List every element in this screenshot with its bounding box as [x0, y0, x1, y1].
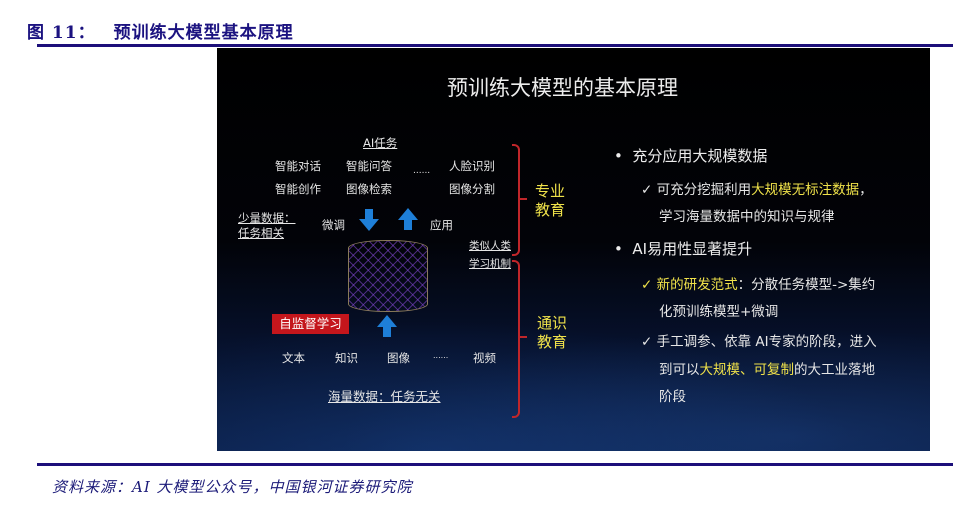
task-face-recognition: 人脸识别	[449, 159, 495, 173]
task-smart-creation: 智能创作	[275, 182, 321, 196]
small-data-label-2: 任务相关	[238, 226, 284, 240]
neural-network-model-icon	[348, 240, 428, 312]
check-icon: ✓	[641, 277, 653, 293]
data-type-ellipsis: ......	[433, 351, 449, 360]
figure-number: 图 11：	[27, 23, 96, 43]
bullet-1-text: 充分应用大规模数据	[632, 147, 768, 165]
bullet-2-sub-2-line2: 到可以大规模、可复制的大工业落地	[659, 358, 875, 378]
check-icon: ✓	[641, 182, 653, 198]
data-type-video: 视频	[473, 351, 496, 365]
general-edu-line2: 教育	[537, 333, 568, 351]
humanlike-label-2: 学习机制	[469, 258, 511, 270]
data-type-knowledge: 知识	[335, 351, 358, 365]
slide-title: 预训练大模型的基本原理	[447, 76, 678, 100]
bullet-2-sub-1-line2: 化预训练模型+微调	[659, 304, 779, 320]
bullet-2-sub-2-prefix: 手工调参、依靠 AI专家的阶段，进入	[656, 334, 877, 350]
bullet-2-sub-1-highlight: 新的研发范式	[656, 277, 738, 293]
professional-edu-bracket-tick	[519, 198, 527, 200]
bullet-2-text: AI易用性显著提升	[632, 240, 753, 258]
bullet-2-sub-1-suffix: ：分散任务模型->集约	[737, 277, 876, 293]
bullet-1-sub-1-prefix: 可充分挖掘利用	[656, 182, 752, 198]
general-edu-label: 通识 教育	[537, 314, 567, 352]
bullet-2-sub-1: ✓ 新的研发范式：分散任务模型->集约	[641, 273, 875, 293]
humanlike-label-1: 类似人类	[469, 240, 511, 252]
figure-title: 图 11： 预训练大模型基本原理	[27, 18, 294, 43]
self-supervised-badge: 自监督学习	[272, 314, 349, 334]
small-data-label-1: 少量数据：	[238, 211, 296, 225]
bullet-2-sub-2-line2-suffix: 的大工业落地	[794, 362, 875, 378]
top-rule	[37, 44, 953, 47]
bullet-dot-icon: •	[614, 147, 623, 165]
tasks-ellipsis: ......	[413, 166, 431, 176]
ai-tasks-header: AI任务	[363, 136, 398, 150]
bullet-2-sub-2-line2-prefix: 到可以	[659, 362, 700, 378]
bullet-2-sub-2: ✓ 手工调参、依靠 AI专家的阶段，进入	[641, 330, 877, 350]
bullet-2-sub-2-highlight: 大规模、可复制	[699, 362, 795, 378]
task-smart-dialog: 智能对话	[275, 159, 321, 173]
professional-edu-label: 专业 教育	[535, 182, 565, 220]
task-image-retrieval: 图像检索	[346, 182, 392, 196]
slide-image: 预训练大模型的基本原理 AI任务 智能对话 智能问答 人脸识别 智能创作 图像检…	[217, 48, 930, 451]
professional-edu-bracket	[512, 144, 520, 256]
bullet-1-sub-1-suffix: ，	[859, 182, 873, 198]
up-arrow-shaft	[404, 220, 412, 230]
data-type-image: 图像	[387, 351, 410, 365]
apply-label: 应用	[430, 218, 453, 232]
general-edu-bracket	[512, 260, 520, 418]
down-arrow-shaft	[365, 209, 373, 219]
down-arrow-icon	[359, 219, 379, 231]
bullet-2: • AI易用性显著提升	[614, 238, 752, 259]
bottom-rule	[37, 463, 953, 466]
professional-edu-line1: 专业	[535, 182, 566, 200]
professional-edu-line2: 教育	[535, 201, 566, 219]
check-icon: ✓	[641, 334, 653, 350]
bullet-1-sub-1-highlight: 大规模无标注数据	[751, 182, 860, 198]
bullet-2-sub-2-line3: 阶段	[659, 389, 686, 405]
source-note: 资料来源：AI 大模型公众号，中国银河证券研究院	[52, 478, 413, 496]
massive-data-label: 海量数据：任务无关	[328, 389, 441, 404]
general-edu-line1: 通识	[537, 314, 568, 332]
data-type-text: 文本	[282, 351, 305, 365]
task-image-segmentation: 图像分割	[449, 182, 495, 196]
bullet-1-sub-1: ✓ 可充分挖掘利用大规模无标注数据，	[641, 178, 873, 198]
up-arrow-bottom-shaft	[383, 327, 391, 337]
figure-caption: 预训练大模型基本原理	[113, 23, 294, 43]
general-edu-bracket-tick	[519, 336, 527, 338]
task-smart-qa: 智能问答	[346, 159, 392, 173]
bullet-1-sub-1-line2: 学习海量数据中的知识与规律	[659, 209, 835, 225]
bullet-dot-icon: •	[614, 240, 623, 258]
finetune-label: 微调	[322, 218, 345, 232]
up-arrow-icon	[398, 208, 418, 220]
up-arrow-bottom-icon	[377, 315, 397, 327]
bullet-1: • 充分应用大规模数据	[614, 145, 767, 166]
